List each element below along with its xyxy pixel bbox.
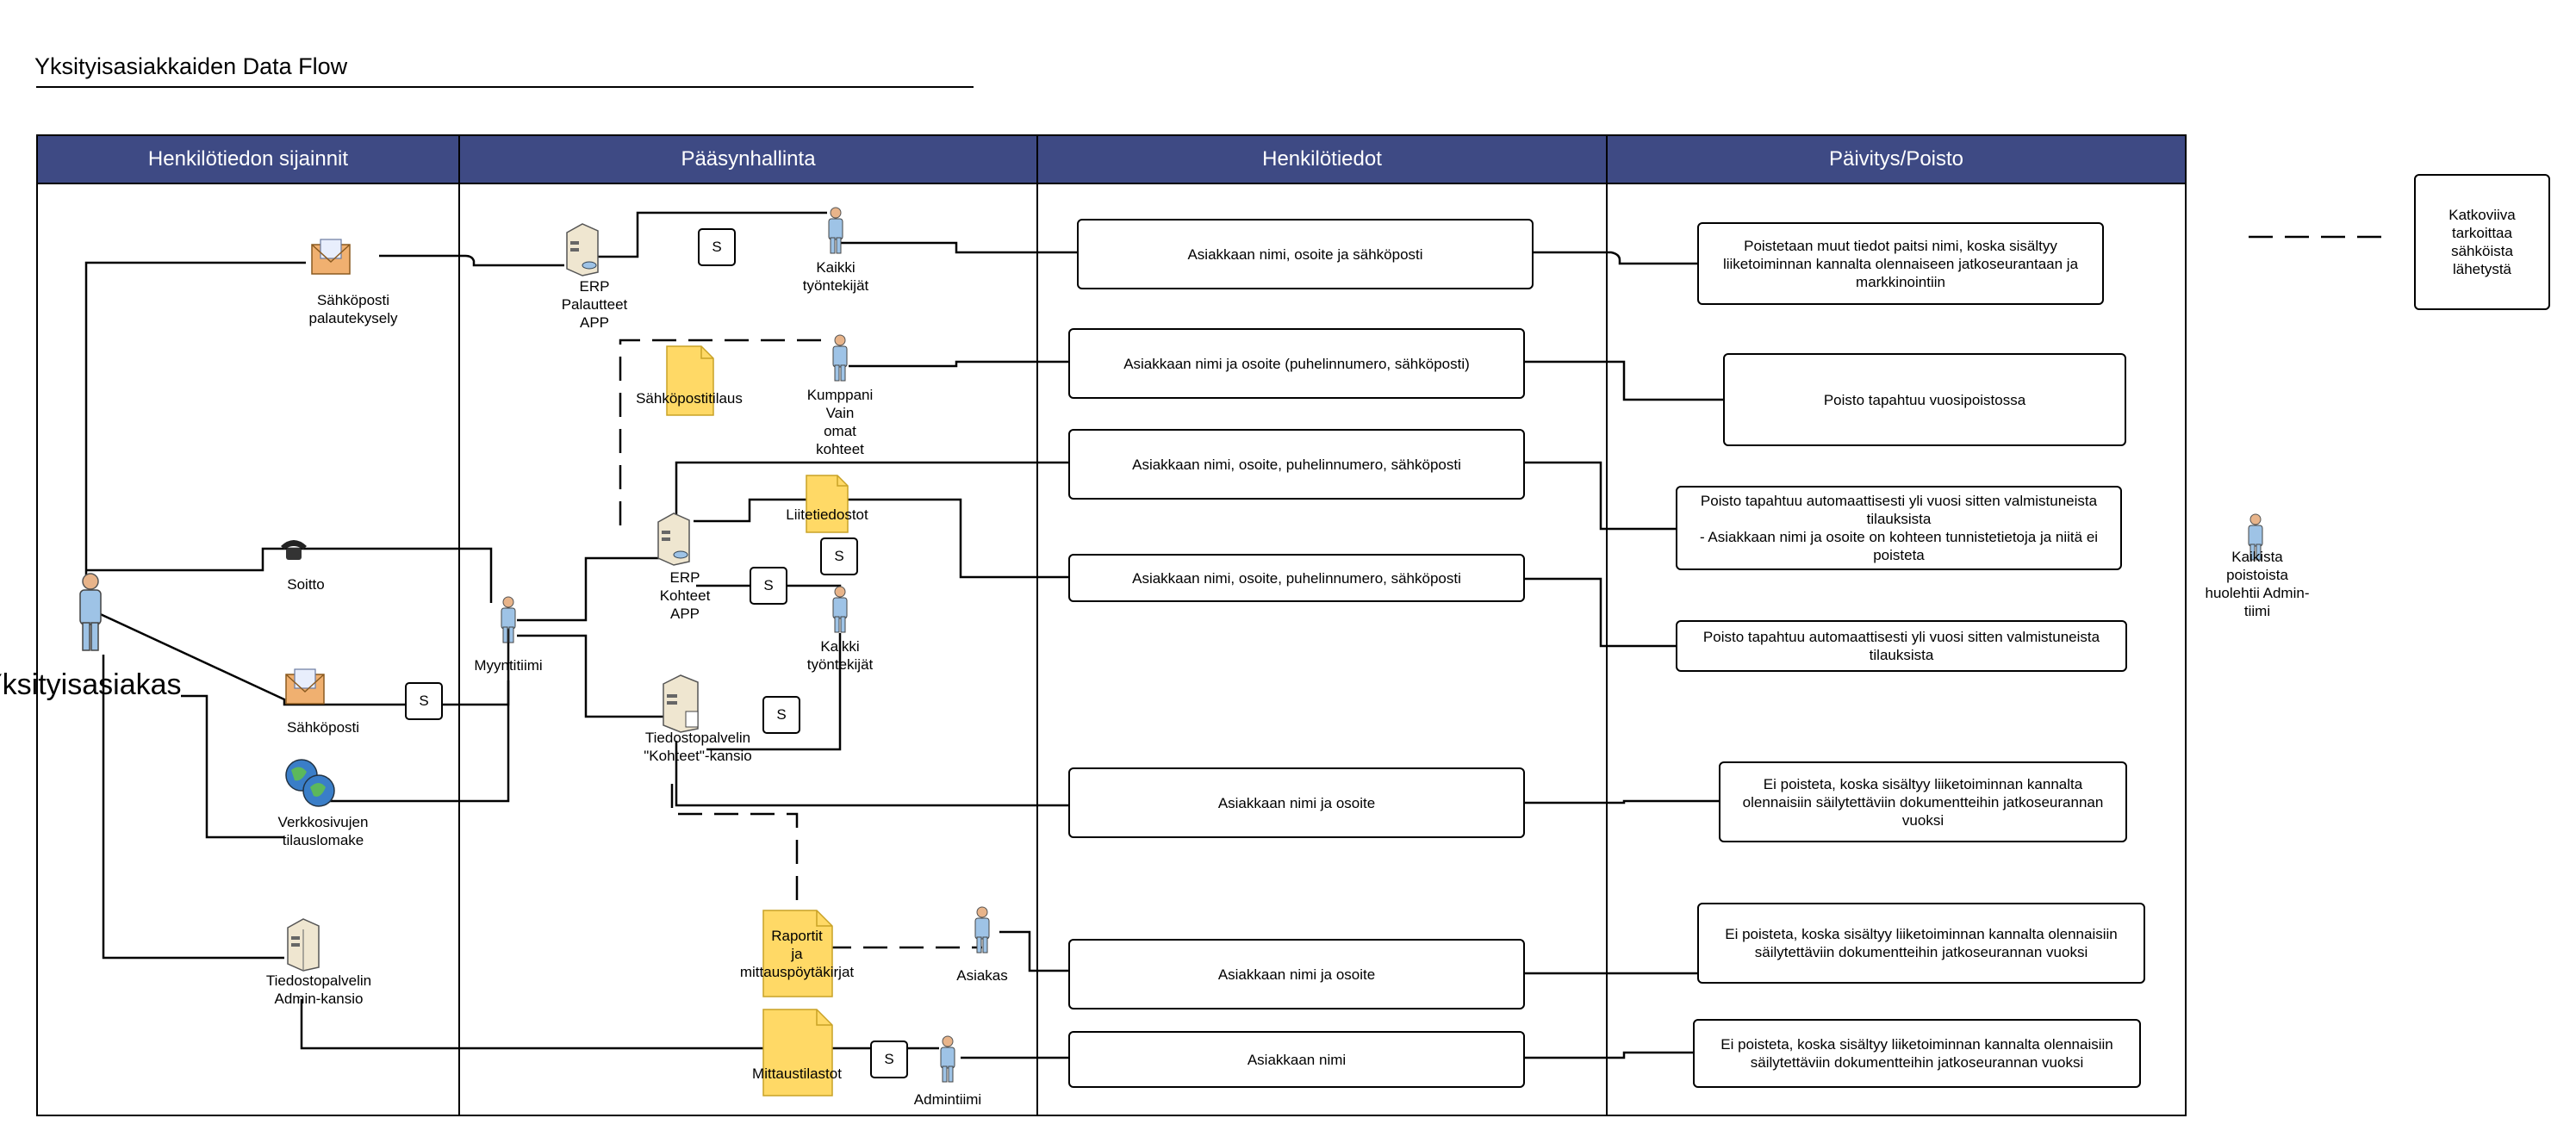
document-icon [762,1009,833,1096]
access-admin-team: Admintiimi [913,1091,982,1108]
actor-label: Yksityisasiakas [0,668,182,701]
security-s-box: S [762,696,800,734]
personal-data-box: Asiakkaan nimi ja osoite [1068,767,1525,838]
source-file-server-admin: Tiedostopalvelin Admin-kansio [265,972,372,1007]
access-measurement-stats: Mittaustilastot [752,1065,842,1082]
retention-box: Poisto tapahtuu automaattisesti yli vuos… [1676,620,2127,672]
lane-separator [1036,134,1038,1116]
retention-box: Ei poisteta, koska sisältyy liiketoiminn… [1697,903,2145,984]
source-email-survey: Sähköposti palautekysely [308,292,398,326]
phone-icon [281,540,307,560]
document-icon [762,910,833,997]
person-icon [79,573,102,651]
personal-data-box: Asiakkaan nimi [1068,1031,1525,1088]
personal-data-box: Asiakkaan nimi ja osoite [1068,939,1525,1009]
security-s-box: S [405,682,443,720]
access-reports: Raportit ja mittauspöytäkirjat [739,928,855,980]
person-icon [828,207,843,254]
personal-data-box: Asiakkaan nimi, osoite ja sähköposti [1077,219,1534,289]
lane-header-locations: Henkilötiedon sijainnit [38,136,458,183]
person-icon [832,334,848,382]
lane-separator [458,134,460,1116]
header-rule [36,183,2187,184]
source-email: Sähköposti [286,719,360,736]
access-sales-team: Myyntitiimi [474,657,543,674]
security-s-box: S [870,1041,908,1078]
security-s-box: S [698,228,736,266]
legend-dashed-line-note: Katkoviiva tarkoittaa sähköista lähetyst… [2414,174,2550,310]
access-attachments: Liitetiedostot [786,506,868,523]
document-icon [666,345,714,416]
access-customer: Asiakas [956,967,1008,984]
person-icon [940,1035,955,1083]
person-icon [501,596,516,643]
retention-box: Poistetaan muut tiedot paitsi nimi, kosk… [1697,222,2104,305]
personal-data-box: Asiakkaan nimi ja osoite (puhelinnumero,… [1068,328,1525,399]
person-icon [832,586,848,633]
lane-header-personal-data: Henkilötiedot [1038,136,1606,183]
access-email-order: Sähköpostitilaus [636,390,743,407]
access-file-server-sites: Tiedostopalvelin "Kohteet"-kansio [644,730,752,764]
title-underline [36,86,974,88]
access-erp-sites: ERP Kohteet APP [659,569,711,622]
person-icon [2248,513,2263,561]
access-partner: Kumppani Vain omat kohteet [806,387,874,457]
retention-box: Ei poisteta, koska sisältyy liiketoiminn… [1693,1019,2141,1088]
globe-icon [285,759,335,807]
email-envelope-icon [311,239,351,275]
security-s-box: S [820,537,858,575]
security-s-box: S [750,567,787,605]
server-icon [566,223,599,276]
diagram-title: Yksityisasiakkaiden Data Flow [34,53,348,79]
access-all-staff: Kaikki työntekijät [806,638,874,673]
access-all-staff: Kaikki työntekijät [802,259,869,294]
lane-separator [1606,134,1608,1116]
source-call: Soitto [287,576,325,593]
swimlane-frame [36,134,2187,1116]
access-erp-feedback: ERP Palautteet APP [561,278,628,331]
retention-box: Poisto tapahtuu vuosipoistossa [1723,353,2126,446]
personal-data-box: Asiakkaan nimi, osoite, puhelinnumero, s… [1068,429,1525,500]
person-icon [974,906,990,954]
admin-deletion-note: Kaikista poistoista huolehtii Admin-tiim… [2205,549,2310,619]
document-icon [806,475,849,533]
personal-data-box: Asiakkaan nimi, osoite, puhelinnumero, s… [1068,554,1525,602]
server-icon [657,512,690,566]
retention-box: Poisto tapahtuu automaattisesti yli vuos… [1676,486,2122,570]
server-icon [663,674,699,733]
lane-header-access: Pääsynhallinta [460,136,1036,183]
email-envelope-icon [285,668,325,705]
server-icon [287,918,320,972]
lane-header-update-delete: Päivitys/Poisto [1608,136,2185,183]
source-web-form: Verkkosivujen tilauslomake [277,814,369,848]
retention-box: Ei poisteta, koska sisältyy liiketoiminn… [1719,761,2127,842]
